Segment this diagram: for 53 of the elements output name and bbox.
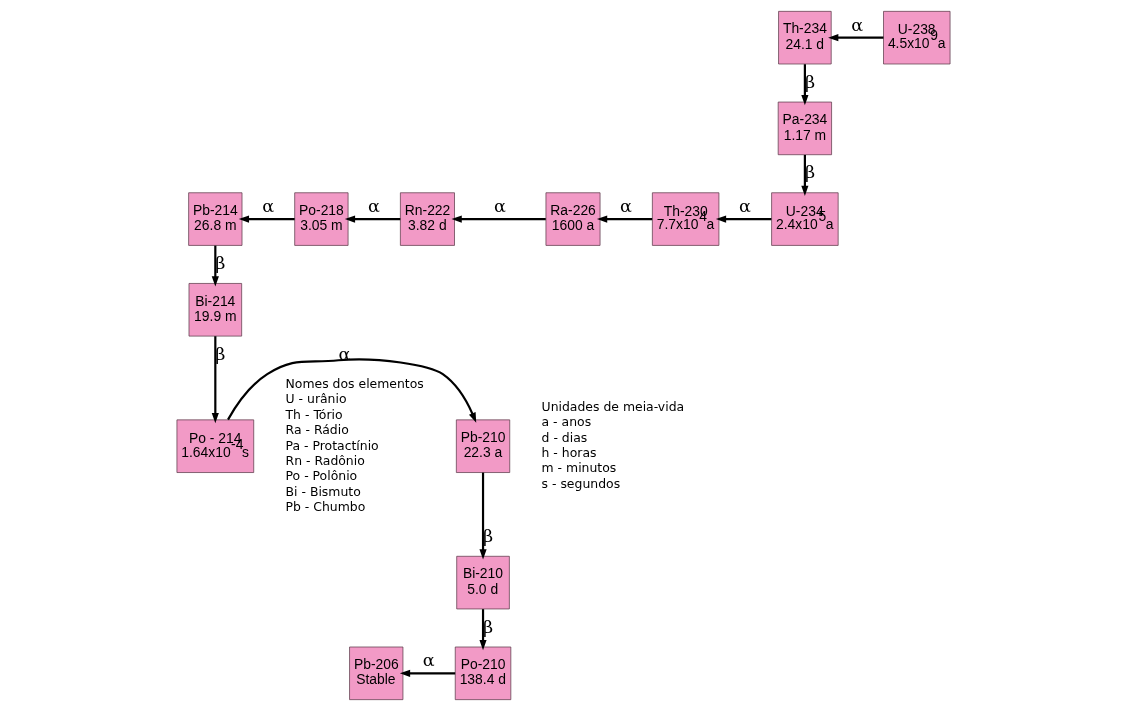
arrow bbox=[801, 154, 809, 196]
edge-label: β bbox=[215, 252, 226, 273]
edge-label: α bbox=[262, 195, 274, 216]
edge-label: α bbox=[851, 14, 863, 35]
edge-label: β bbox=[483, 525, 494, 546]
node-box: Pb-210 22.3 a bbox=[455, 419, 511, 473]
label: Th - Tório bbox=[285, 406, 343, 422]
node-box: Po-210 138.4 d bbox=[454, 646, 512, 700]
edge-label: α bbox=[368, 195, 380, 216]
arrow bbox=[227, 358, 477, 423]
label: s - segundos bbox=[541, 475, 621, 491]
arrow bbox=[596, 215, 653, 223]
arrow bbox=[715, 215, 772, 223]
node-box: Bi-214 19.9 m bbox=[188, 283, 243, 337]
edge-label: α bbox=[739, 195, 751, 216]
arrow bbox=[801, 64, 809, 106]
edge-label: α bbox=[620, 195, 632, 216]
label: Nomes dos elementos bbox=[285, 376, 424, 392]
arrow bbox=[211, 245, 219, 287]
arrow bbox=[479, 609, 487, 651]
edge-label: α bbox=[422, 650, 435, 671]
label: m - minutos bbox=[541, 460, 617, 476]
arrow bbox=[479, 472, 487, 560]
node-box: Rn-222 3.82 d bbox=[400, 192, 455, 246]
node-box: Po-218 3.05 m bbox=[294, 192, 349, 246]
label: U - urânio bbox=[285, 391, 347, 407]
arrow bbox=[828, 34, 884, 42]
label: a - anos bbox=[541, 414, 592, 430]
label: Bi - Bismuto bbox=[285, 483, 361, 499]
node-box: Pb-206 Stable bbox=[349, 646, 404, 700]
label: Rn - Radônio bbox=[285, 452, 365, 468]
edge-label: β bbox=[804, 71, 816, 92]
edge-label: β bbox=[483, 616, 494, 637]
label: Pb - Chumbo bbox=[285, 499, 366, 515]
node-box: Pa-234 1.17 m bbox=[777, 101, 832, 156]
label: Pa - Protactínio bbox=[285, 437, 379, 453]
node-box: Pb-214 26.8 m bbox=[188, 192, 243, 246]
arrow bbox=[344, 215, 401, 223]
node-box: Bi-210 5.0 d bbox=[456, 555, 510, 610]
arrow bbox=[211, 336, 219, 424]
arrow bbox=[238, 215, 295, 223]
label: h - horas bbox=[541, 444, 597, 460]
edge-label: α bbox=[494, 195, 506, 216]
edge-label: β bbox=[804, 162, 816, 183]
node-box: Th-234 24.1 d bbox=[778, 11, 832, 65]
label: d - dias bbox=[541, 429, 588, 445]
label: Po - Polônio bbox=[285, 468, 358, 484]
arrow bbox=[399, 669, 456, 677]
arrow bbox=[451, 215, 546, 223]
label: Unidades de meia-vida bbox=[541, 398, 685, 414]
node-box: Ra-226 1600 a bbox=[545, 192, 601, 246]
edge-label: β bbox=[215, 343, 226, 364]
label: Ra - Rádio bbox=[285, 422, 349, 438]
